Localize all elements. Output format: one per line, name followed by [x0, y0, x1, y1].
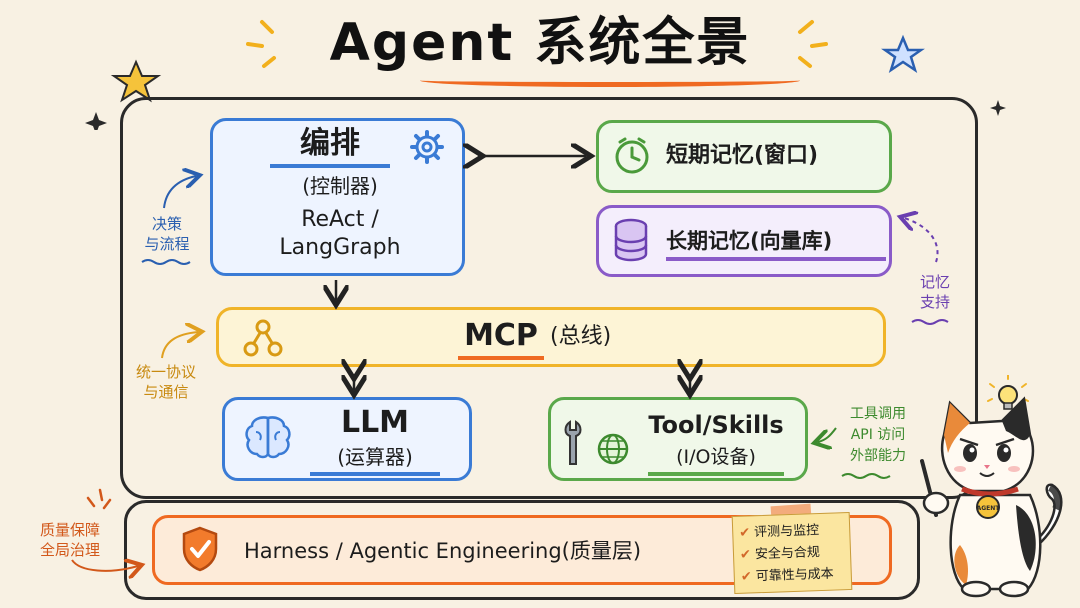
decision-arrow — [163, 176, 196, 209]
network-icon — [242, 318, 284, 362]
tools-label: Tool/Skills — [648, 411, 784, 439]
title-decorations — [85, 20, 1006, 130]
decision-flow-label: 决策 与流程 — [144, 215, 190, 253]
page-title: Agent 系统全景 — [329, 13, 751, 73]
lightbulb-icon — [987, 375, 1029, 410]
mcp-label: MCP — [458, 316, 544, 360]
quality-arrow — [71, 560, 138, 571]
decision-squiggle — [141, 259, 191, 265]
tools-box[interactable] — [548, 397, 808, 481]
cat-mascot-illustration: AGENT — [920, 375, 1063, 598]
globe-icon — [596, 432, 630, 470]
short-memory-box[interactable] — [596, 120, 892, 193]
tools-suffix: (I/O设备) — [648, 442, 784, 476]
memory-support-label: 记忆 支持 — [919, 273, 950, 311]
llm-label: LLM — [340, 405, 410, 440]
memory-arrow — [904, 218, 939, 263]
mcp-bus-box[interactable] — [216, 307, 886, 367]
orchestrator-frameworks-line1: ReAct / — [301, 207, 379, 232]
wrench-icon — [560, 418, 598, 472]
harness-outer-frame — [124, 500, 920, 600]
brain-icon — [242, 414, 294, 464]
system-frame — [120, 97, 978, 499]
database-icon — [612, 218, 650, 266]
long-memory-label: 长期记忆(向量库) — [666, 225, 886, 261]
clock-icon — [612, 136, 652, 180]
harness-label: Harness / Agentic Engineering(质量层) — [244, 539, 642, 563]
cat-badge-text: AGENT — [977, 505, 1001, 512]
quality-sparks — [86, 488, 112, 510]
mcp-suffix: (总线) — [550, 324, 612, 349]
quality-governance-label: 质量保障 全局治理 — [39, 521, 100, 559]
tools-arrow — [818, 427, 837, 442]
tools-squiggle — [841, 473, 891, 479]
short-memory-label: 短期记忆(窗口) — [666, 143, 819, 168]
llm-suffix: (运算器) — [310, 442, 440, 476]
star-icon — [881, 34, 925, 73]
star-icon — [110, 59, 162, 103]
long-memory-box[interactable] — [596, 205, 892, 277]
protocol-arrow — [161, 332, 198, 359]
gear-icon — [410, 130, 444, 168]
title-underline — [420, 74, 800, 87]
tool-usage-label: 工具调用 API 访问 外部能力 — [850, 406, 906, 464]
orchestrator-title: 编排 — [270, 124, 390, 168]
shield-icon — [180, 525, 220, 577]
protocol-label: 统一协议 与通信 — [135, 363, 196, 401]
orchestrator-subtitle: (控制器) — [302, 174, 378, 198]
orchestrator-frameworks-line2: LangGraph — [279, 235, 401, 260]
memory-squiggle — [911, 319, 949, 325]
